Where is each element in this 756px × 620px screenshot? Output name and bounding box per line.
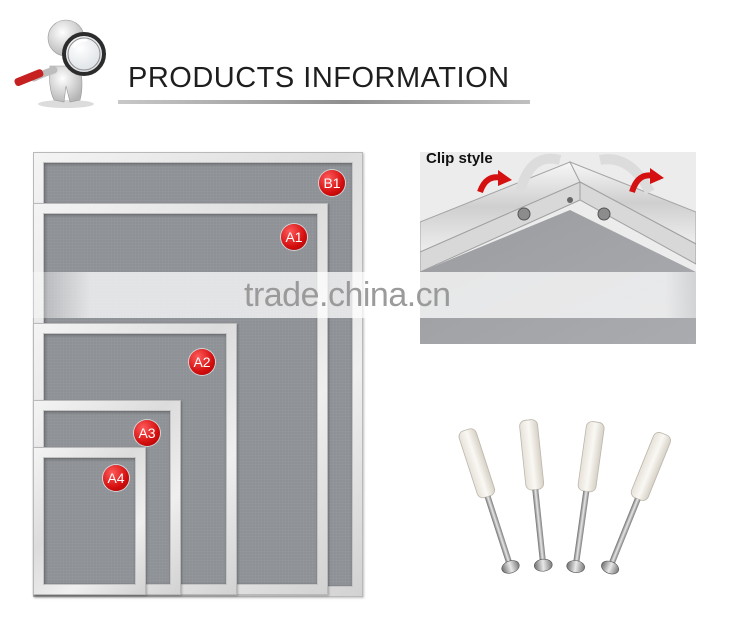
frame-a4: A4 — [33, 447, 146, 595]
clip-style-label: Clip style — [426, 150, 493, 167]
size-badge-b1: B1 — [319, 170, 345, 196]
size-badge-a2: A2 — [189, 349, 215, 375]
page-title: PRODUCTS INFORMATION — [128, 62, 510, 94]
title-underline — [118, 100, 530, 104]
watermark-band — [0, 272, 756, 318]
watermark-text: trade.china.cn — [244, 276, 451, 314]
wall-anchors-screws-image — [458, 419, 671, 575]
size-badge-a3: A3 — [134, 420, 160, 446]
size-badge-a4: A4 — [103, 465, 129, 491]
size-badge-a1: A1 — [281, 224, 307, 250]
magnifier-mascot-icon — [14, 19, 106, 108]
